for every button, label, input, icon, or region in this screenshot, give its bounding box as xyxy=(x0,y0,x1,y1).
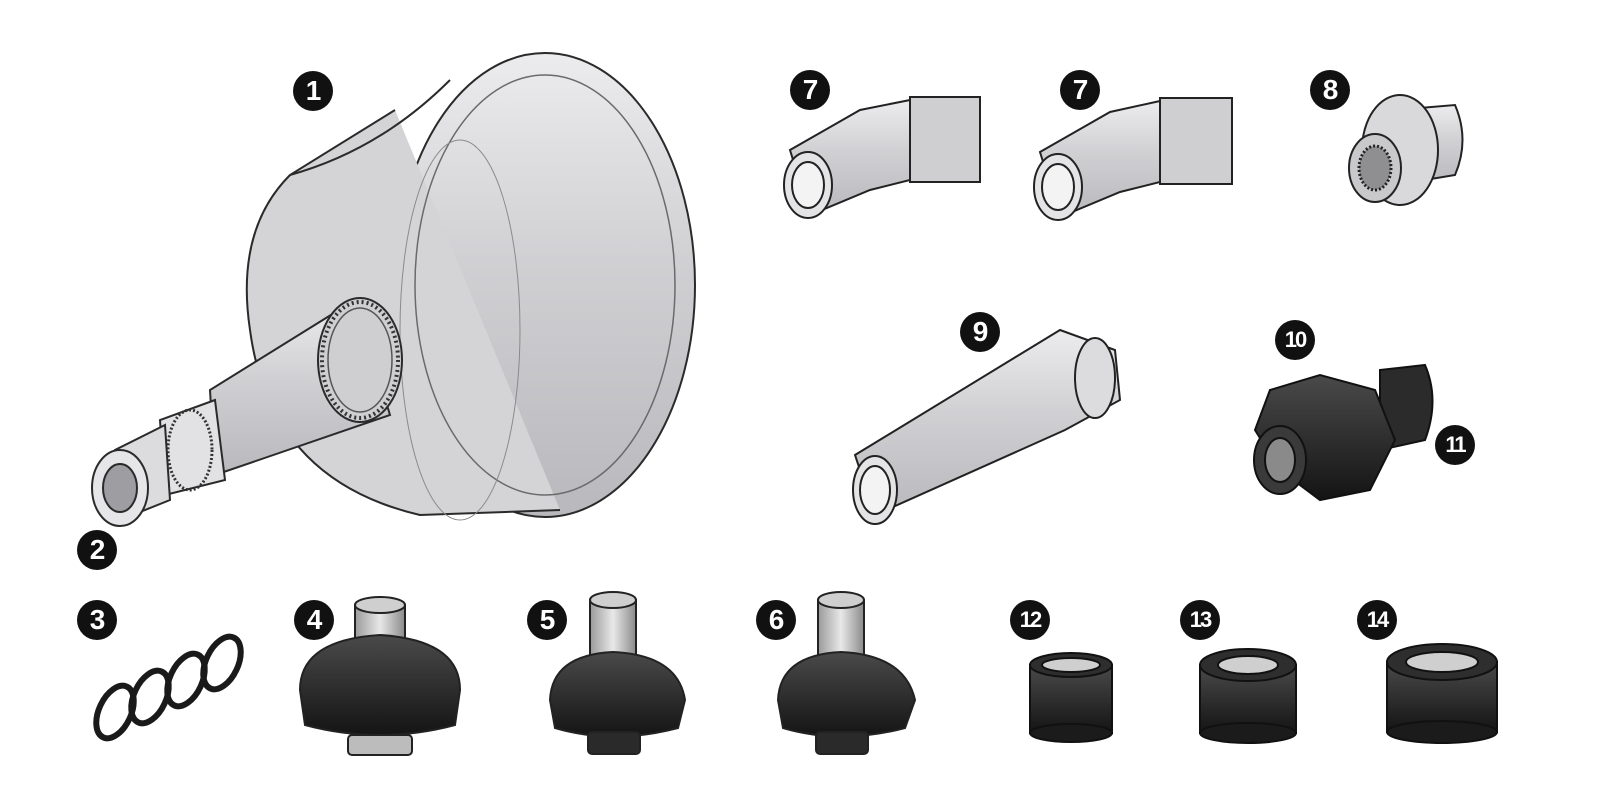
part-3-o-rings xyxy=(93,633,244,742)
callout-7b: 7 xyxy=(1060,70,1100,110)
callout-3: 3 xyxy=(77,600,117,640)
callout-5: 5 xyxy=(527,600,567,640)
callout-4: 4 xyxy=(294,600,334,640)
callout-11: 11 xyxy=(1435,425,1475,465)
part-7-elbow-left xyxy=(783,96,981,219)
callout-12: 12 xyxy=(1010,600,1050,640)
part-6-knob-adapter xyxy=(776,591,917,755)
callout-13: 13 xyxy=(1180,600,1220,640)
part-9-tube xyxy=(852,328,1122,525)
callout-9: 9 xyxy=(960,312,1000,352)
callout-7a: 7 xyxy=(790,70,830,110)
part-7-elbow-right xyxy=(1033,97,1233,221)
callout-10: 10 xyxy=(1275,320,1315,360)
part-13-bushing xyxy=(1199,648,1297,744)
part-1-funnel-hood xyxy=(91,52,696,527)
part-5-knob-adapter xyxy=(548,591,687,755)
callout-6: 6 xyxy=(756,600,796,640)
callout-1: 1 xyxy=(293,71,333,111)
callout-2: 2 xyxy=(77,530,117,570)
part-4-knob-adapter xyxy=(298,596,462,756)
part-14-bushing xyxy=(1386,643,1498,744)
part-12-bushing xyxy=(1029,652,1113,743)
callout-8: 8 xyxy=(1310,70,1350,110)
part-8-reducer xyxy=(1348,94,1464,206)
callout-14: 14 xyxy=(1357,600,1397,640)
part-10-11-knob-sleeve xyxy=(1253,363,1434,502)
